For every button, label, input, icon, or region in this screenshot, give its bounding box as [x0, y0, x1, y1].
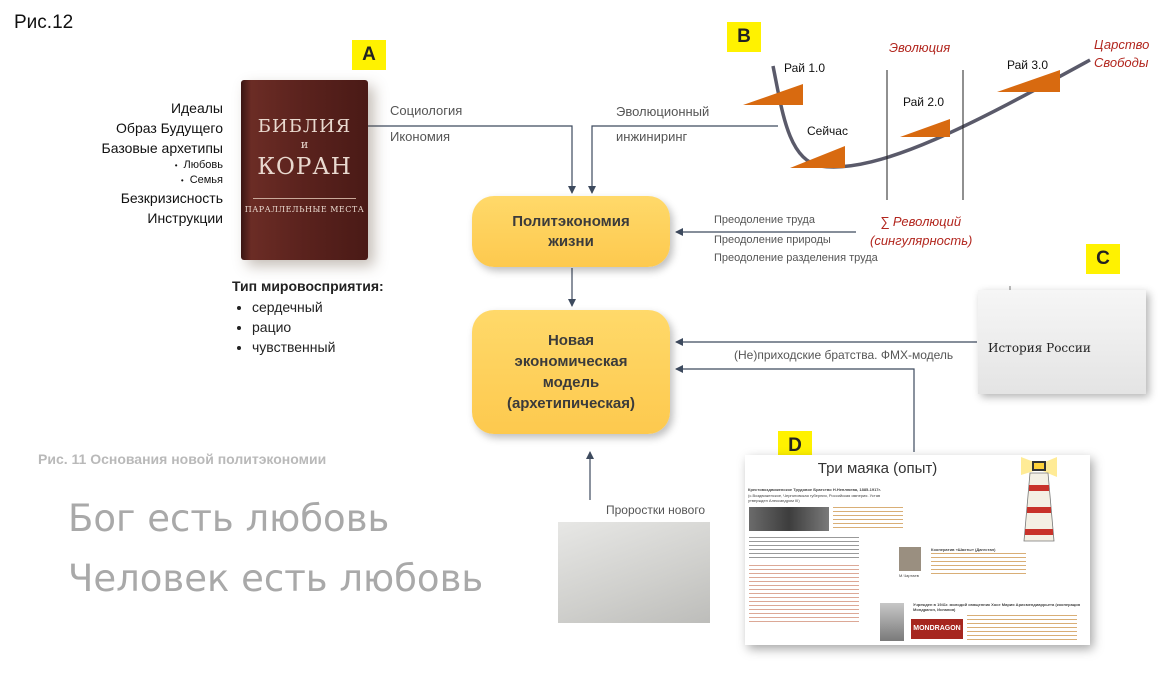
box1-line: Политэкономия	[512, 212, 630, 230]
ideals-list: Идеалы Образ Будущего Базовые архетипы •…	[102, 98, 224, 228]
slide-text-block-orange	[833, 507, 903, 529]
book-title-1: БИБЛИЯ	[257, 116, 352, 137]
slide-text-4: Учрежден в 1941г. молодой священник Хосе…	[913, 602, 1081, 612]
label-revolutions-1: ∑ Революций	[880, 214, 962, 229]
book-subtitle: ПАРАЛЛЕЛЬНЫЕ МЕСТА	[244, 205, 365, 214]
box2-line: Новая	[547, 332, 595, 349]
connector-a-box1	[368, 125, 576, 194]
ideal-subitem: •Любовь	[174, 159, 223, 171]
label-paradise-3: Рай 3.0	[1007, 58, 1048, 72]
book-divider	[253, 198, 356, 199]
connector-b-box1	[588, 125, 778, 194]
label-paradise-1: Рай 1.0	[784, 61, 825, 75]
label-ikonomia: Икономия	[390, 129, 451, 144]
figure-caption: Рис. 11 Основания новой политэкономии	[38, 451, 327, 467]
sprout-photo	[558, 522, 710, 623]
label-overcome-3: Преодоление разделения труда	[714, 252, 878, 264]
box-new-economic-model: Новая экономическая модель (архетипическ…	[472, 310, 670, 434]
slide-portrait-2	[899, 547, 921, 571]
history-of-russia-image: История России	[978, 290, 1146, 394]
ideal-item: Базовые архетипы	[101, 140, 224, 156]
label-evo-eng-2: инжиниринг	[616, 129, 688, 144]
lighthouse-icon	[1021, 457, 1057, 542]
worldview-block: Тип мировосприятия: сердечный рацио чувс…	[232, 278, 384, 357]
slide-text-block-2	[931, 553, 1026, 575]
three-beacons-slide: Три маяка (опыт) Крестовоздвиженское Тру…	[745, 455, 1090, 645]
history-title: История России	[988, 341, 1091, 355]
worldview-item: рацио	[252, 317, 384, 337]
ideal-item: Образ Будущего	[116, 120, 223, 136]
box1-line: жизни	[548, 232, 594, 250]
tag-b: B	[727, 22, 761, 52]
label-brotherhoods: (Не)приходские братства. ФМХ-модель	[734, 348, 954, 362]
triangle-paradise-2	[900, 119, 950, 137]
triangle-now	[790, 146, 845, 168]
box2-line: экономическая	[514, 353, 628, 370]
label-overcome-1: Преодоление труда	[714, 214, 815, 226]
ideal-item: Инструкции	[147, 210, 223, 226]
label-kingdom-1: Царство	[1094, 37, 1150, 52]
slide-photo-group	[749, 507, 829, 531]
box2-line: (архетипическая)	[506, 395, 636, 412]
slide-text-block	[749, 537, 859, 561]
worldview-heading: Тип мировосприятия:	[232, 278, 384, 294]
box-political-economy-of-life: Политэкономия жизни	[472, 196, 670, 267]
book-title-2: и	[300, 138, 309, 151]
book-title-3: КОРАН	[257, 154, 352, 180]
label-now: Сейчас	[807, 124, 848, 138]
worldview-item: сердечный	[252, 297, 384, 317]
slide-text-block-3	[967, 615, 1077, 641]
slide-person-2: М.Чартаев	[899, 573, 919, 578]
slogan-1: Бог есть любовь	[68, 497, 390, 540]
slide-text-3: Кооператив «Шахты» (Дагестан)	[931, 547, 996, 552]
label-paradise-2: Рай 2.0	[903, 95, 944, 109]
tag-c: C	[1086, 244, 1120, 274]
label-evo-eng-1: Эволюционный	[616, 104, 710, 119]
figure-label: Рис.12	[14, 12, 74, 33]
slide-text-1: Крестовоздвиженское Трудовое Братство Н.…	[748, 487, 881, 492]
ideal-item: Идеалы	[170, 100, 223, 116]
label-evolution: Эволюция	[889, 40, 951, 55]
slide-text-2: (с.Воздвиженское, Черниговская губерния,…	[748, 493, 881, 503]
label-sociology: Социология	[390, 103, 463, 118]
slide-title: Три маяка (опыт)	[817, 460, 938, 477]
label-kingdom-2: Свободы	[1094, 55, 1149, 70]
connector-d-box2	[675, 365, 915, 452]
box2-line: модель	[542, 374, 600, 391]
slide-portrait-3	[880, 603, 904, 641]
label-overcome-2: Преодоление природы	[714, 234, 831, 246]
ideal-subitem: •Семья	[180, 174, 223, 186]
ideal-item: Безкризисность	[120, 190, 223, 206]
evolution-curve	[771, 58, 1091, 169]
slide-text-block-red	[749, 565, 859, 625]
mondragon-logo: MONDRAGON	[911, 619, 963, 639]
label-revolutions-2: (сингулярность)	[870, 233, 973, 248]
triangle-paradise-1	[743, 84, 803, 105]
slogan-2: Человек есть любовь	[68, 557, 484, 600]
triangle-paradise-3	[997, 70, 1060, 92]
tag-a: A	[352, 40, 386, 70]
bible-koran-book: БИБЛИЯ и КОРАН ПАРАЛЛЕЛЬНЫЕ МЕСТА	[241, 80, 368, 260]
label-sprouts: Проростки нового	[606, 503, 706, 517]
worldview-item: чувственный	[252, 337, 384, 357]
